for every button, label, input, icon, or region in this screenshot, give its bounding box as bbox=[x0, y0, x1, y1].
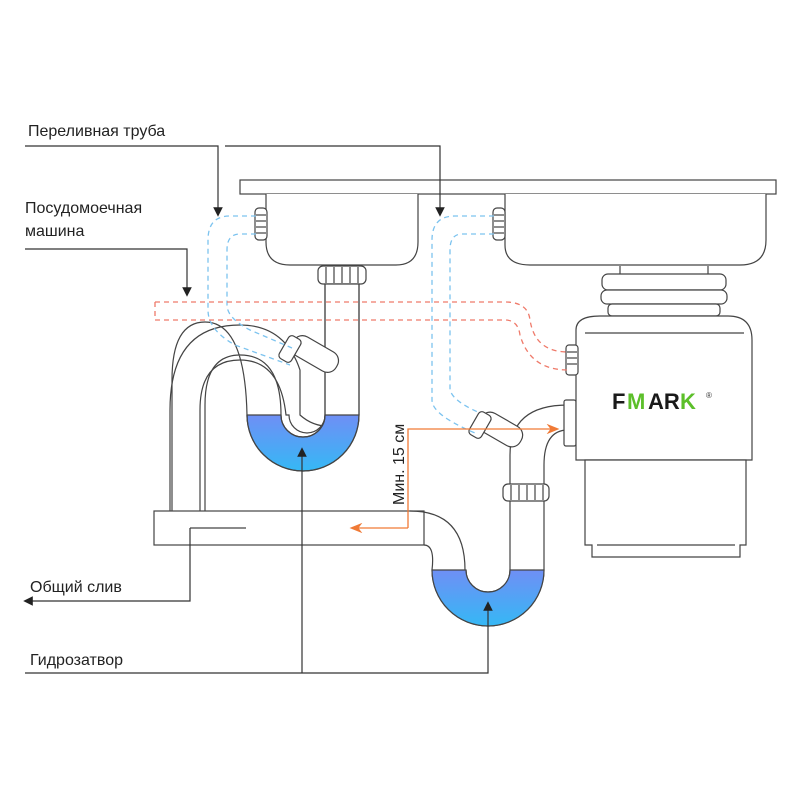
overflow-pipe-label: Переливная труба bbox=[28, 123, 165, 140]
right-overflow-hose bbox=[431, 215, 494, 434]
logo-ar: AR bbox=[648, 389, 680, 414]
disposer-outlet-flange bbox=[563, 399, 577, 447]
water-seal-leader bbox=[25, 601, 493, 674]
drain-leader bbox=[23, 528, 191, 606]
countertop bbox=[239, 179, 777, 195]
min-height-label: Мин. 15 см bbox=[391, 424, 408, 505]
dishwasher-leader bbox=[25, 248, 192, 297]
dishwasher-inlet-nut bbox=[565, 344, 579, 376]
logo-k: K bbox=[680, 389, 696, 414]
water-seal-label: Гидрозатвор bbox=[30, 652, 123, 669]
overflow-leader-right bbox=[225, 145, 445, 217]
dishwasher-label-line2: машина bbox=[25, 223, 85, 240]
right-siphon-water bbox=[431, 569, 545, 627]
left-overflow-hose bbox=[207, 215, 293, 366]
disposer-outlet-elbow bbox=[509, 404, 569, 484]
registered-mark: ® bbox=[706, 391, 712, 400]
dishwasher-label-line1: Посудомоечная bbox=[25, 200, 142, 217]
logo-m: M bbox=[627, 389, 645, 414]
right-sink-bowl bbox=[504, 194, 767, 266]
min-height-dimension bbox=[407, 423, 560, 528]
right-overflow-nut bbox=[492, 207, 506, 241]
left-overflow-nut bbox=[254, 207, 268, 241]
left-overflow-inlet bbox=[278, 335, 340, 373]
common-drain-label: Общий слив bbox=[30, 579, 122, 596]
overflow-leader bbox=[25, 145, 223, 217]
left-sink-bowl bbox=[265, 194, 419, 266]
logo-f: F bbox=[612, 389, 625, 414]
food-waste-disposer bbox=[565, 266, 753, 558]
dishwasher-hose bbox=[154, 301, 569, 371]
left-drain-nut bbox=[317, 265, 367, 285]
right-riser-nut bbox=[502, 483, 550, 502]
brand-logo: F M AR K ® bbox=[612, 389, 712, 414]
